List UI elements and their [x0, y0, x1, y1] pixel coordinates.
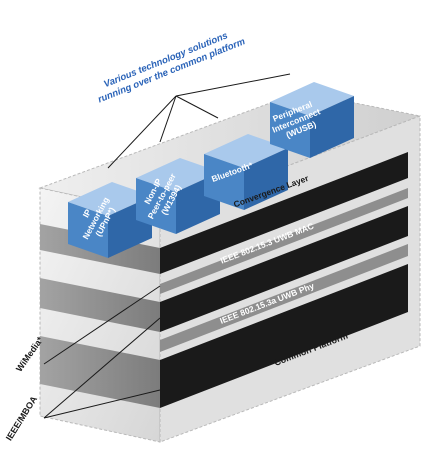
- callout-ieee-mboa: IEEE/MBOA: [4, 394, 40, 443]
- annotation-connector-lines: [107, 73, 291, 169]
- layer-slab-mid: [160, 188, 408, 352]
- tech-block-ip-networking: [68, 182, 152, 258]
- tech-block-bluetooth: [204, 134, 288, 210]
- layer-slab-phy: [40, 264, 408, 408]
- callout-lines: [43, 285, 161, 419]
- annotation-text: Various technology solutions running ove…: [92, 25, 247, 106]
- tech-block-peripheral: [270, 82, 354, 158]
- layer-slab-mac: [40, 206, 408, 332]
